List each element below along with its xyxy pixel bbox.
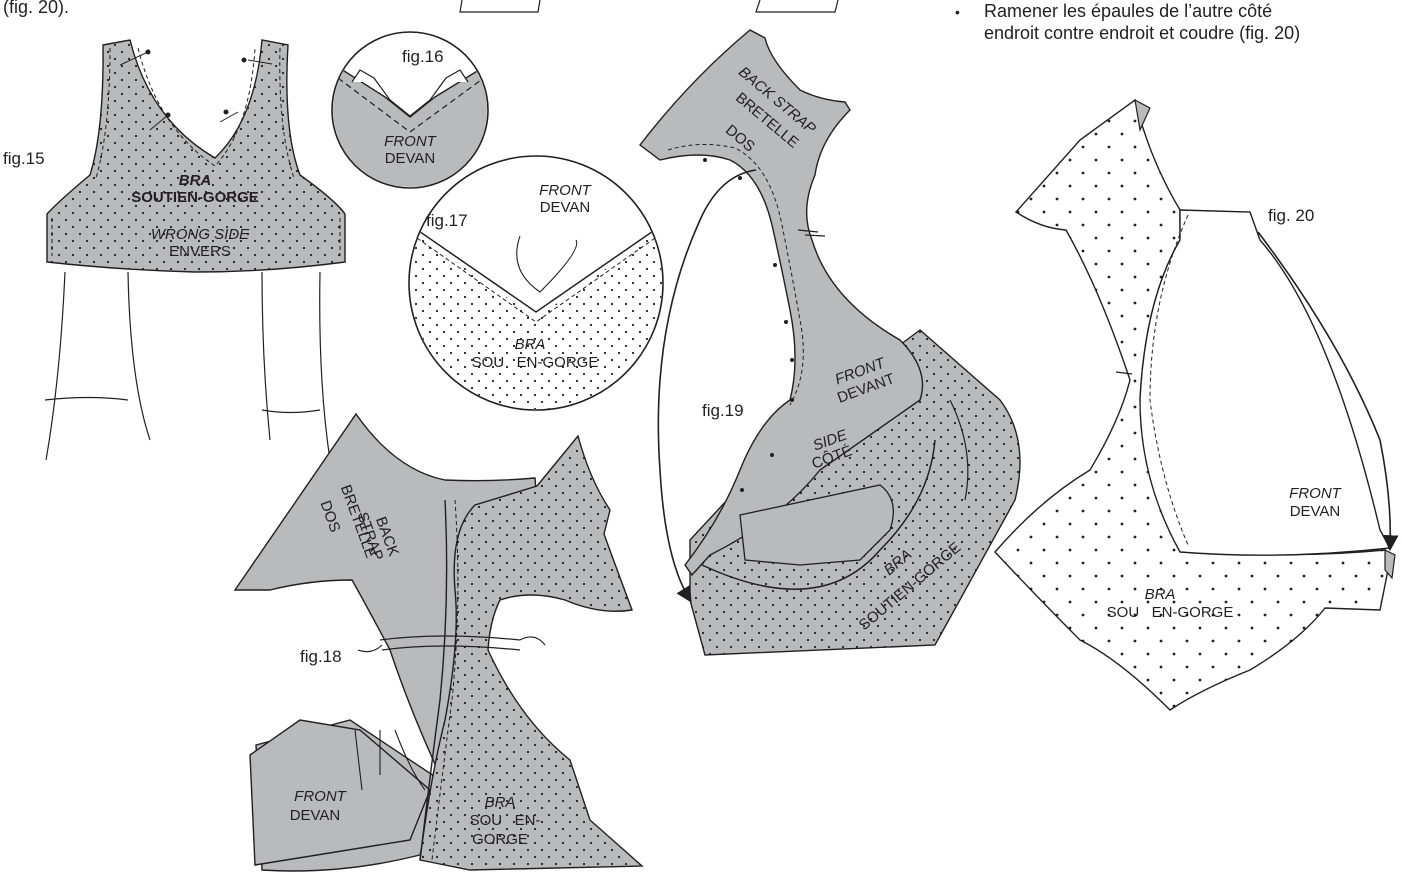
fig16-front-en: FRONT [360,133,460,150]
fig18-bra-en: BRA [460,794,540,811]
instruction-line-2: endroit contre endroit et coudre (fig. 2… [984,22,1300,44]
fig20-front-fr: DEVAN [1265,503,1365,520]
fig18-front-fr: DEVAN [265,807,365,824]
fig15-bra-en: BRA [150,172,240,189]
fig16-label: fig.16 [402,48,444,65]
fig15-label: fig.15 [3,150,45,167]
fig18-front-en: FRONT [270,788,370,805]
fig15-side-en: WRONG SIDE [135,226,265,243]
top-fragment-right [756,0,838,12]
fig17-front-en: FRONT [515,182,615,199]
fig18-bra-fr-2: GORGE [460,831,540,848]
instruction-bullet: • [955,1,960,23]
fig17-front-fr: DEVAN [515,199,615,216]
fig16-front-fr: DEVAN [360,150,460,167]
instruction-line-1: Ramener les épaules de l’autre côté [984,0,1272,22]
top-left-text: (fig. 20). [3,0,69,18]
fig19-drawing [640,30,1020,655]
fig20-bra-fr: SOU EN-GORGE [1095,604,1245,621]
fig18-bra-fr-1: SOU EN- [445,812,565,829]
fig17-bra-en: BRA [490,336,570,353]
fig15-side-fr: ENVERS [150,243,250,260]
fig15-bra-fr: SOUTIEN-GORGE [125,189,265,206]
fig17-label: fig.17 [426,212,468,229]
fig18-label: fig.18 [300,648,342,665]
fig20-bra-en: BRA [1130,586,1190,603]
top-fragment-left [460,0,540,12]
fig17-bra-fr: SOU EN-GORGE [450,354,620,371]
fig20-label: fig. 20 [1268,207,1314,224]
fig15-legs [45,272,330,460]
fig20-front-en: FRONT [1265,485,1365,502]
fig19-label: fig.19 [702,402,744,419]
